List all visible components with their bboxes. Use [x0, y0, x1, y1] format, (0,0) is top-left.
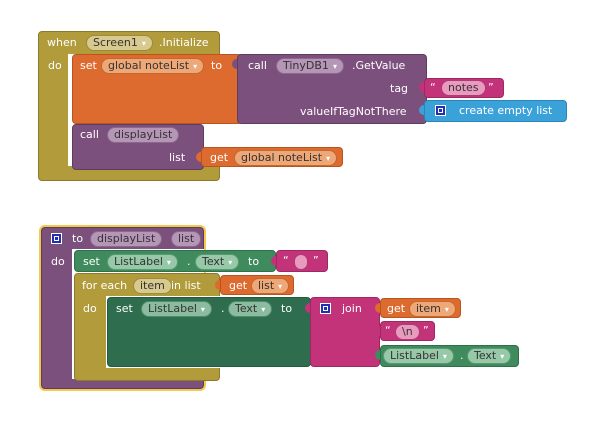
- quote-open-icon: “: [385, 324, 391, 337]
- notes-text-field[interactable]: notes: [441, 80, 486, 96]
- tinydb1-dropdown[interactable]: TinyDB1▾: [276, 58, 344, 74]
- procedure-name-field[interactable]: displayList: [90, 231, 163, 247]
- displaylist-dropdown[interactable]: displayList: [107, 127, 180, 143]
- for-each-keyword: for each: [82, 279, 128, 292]
- final-listlabel-dropdown[interactable]: ListLabel▾: [383, 348, 454, 364]
- get-list-label: list: [258, 279, 275, 292]
- set-keyword: set: [83, 255, 100, 268]
- to-keyword: to: [72, 232, 84, 245]
- get-item-dropdown[interactable]: item▾: [409, 301, 456, 317]
- get-list-dropdown[interactable]: list▾: [251, 278, 290, 294]
- mutator-gear-icon[interactable]: [51, 233, 62, 244]
- set-keyword: set: [80, 59, 97, 72]
- component-label: ListLabel: [114, 255, 163, 268]
- notes-text-value: notes: [448, 81, 479, 94]
- newline-text-value: \n: [402, 325, 413, 338]
- get-keyword: get: [387, 302, 406, 315]
- quote-close-icon: ”: [488, 81, 494, 94]
- inner-listlabel-dropdown[interactable]: ListLabel▾: [141, 301, 212, 317]
- chevron-down-icon: ▾: [228, 258, 233, 267]
- value-if-tag-not-there-label: valueIfTagNotThere: [300, 105, 407, 118]
- in-list-keyword: in list: [171, 279, 201, 292]
- get-item-label: item: [416, 302, 441, 315]
- call-keyword: call: [80, 128, 99, 141]
- do-keyword: do: [51, 255, 65, 268]
- variable-name-label: global noteList: [108, 59, 190, 72]
- when-keyword: when: [47, 36, 77, 49]
- property-label: Text: [202, 255, 225, 268]
- chevron-down-icon: ▾: [442, 352, 447, 361]
- to-keyword: to: [281, 302, 293, 315]
- component-label: ListLabel: [390, 349, 439, 362]
- do-keyword: do: [48, 59, 62, 72]
- call-keyword: call: [248, 59, 267, 72]
- inner-text-property-dropdown[interactable]: Text▾: [228, 301, 273, 317]
- mutator-gear-icon[interactable]: [320, 303, 331, 314]
- param-name-label: list: [178, 232, 195, 245]
- quote-close-icon: ”: [313, 254, 319, 267]
- get-keyword: get: [210, 151, 229, 164]
- create-empty-list-block[interactable]: [424, 100, 567, 122]
- screen1-dropdown[interactable]: Screen1▾: [86, 35, 153, 51]
- item-variable-label: item: [140, 279, 165, 292]
- global-notelist-dropdown[interactable]: global noteList▾: [101, 58, 205, 74]
- chevron-down-icon: ▾: [166, 258, 171, 267]
- screen1-label: Screen1: [93, 36, 138, 49]
- do-keyword: do: [83, 302, 97, 315]
- set-keyword: set: [116, 302, 133, 315]
- property-label: Text: [474, 349, 497, 362]
- initialize-event-name: .Initialize: [159, 36, 209, 49]
- text-property-dropdown[interactable]: Text▾: [195, 254, 240, 270]
- list-param-label: list: [169, 151, 186, 164]
- tag-label: tag: [390, 82, 409, 95]
- dot-separator: .: [187, 255, 191, 268]
- quote-close-icon: ”: [423, 324, 429, 337]
- quote-open-icon: “: [283, 254, 289, 267]
- get-variable-label: global noteList: [241, 151, 323, 164]
- to-keyword: to: [211, 59, 223, 72]
- chevron-down-icon: ▾: [500, 352, 505, 361]
- quote-open-icon: “: [430, 81, 436, 94]
- final-text-property-dropdown[interactable]: Text▾: [467, 348, 512, 364]
- chevron-down-icon: ▾: [326, 154, 331, 163]
- property-label: Text: [235, 302, 258, 315]
- getvalue-method: .GetValue: [352, 59, 406, 72]
- component-label: ListLabel: [148, 302, 197, 315]
- procedure-name-label: displayList: [97, 232, 156, 245]
- to-keyword: to: [248, 255, 260, 268]
- empty-text-field[interactable]: [294, 254, 308, 270]
- chevron-down-icon: ▾: [332, 62, 337, 71]
- dot-separator: .: [221, 302, 225, 315]
- param-list-field[interactable]: list: [171, 231, 202, 247]
- join-keyword: join: [342, 302, 362, 315]
- newline-text-field[interactable]: \n: [395, 324, 420, 340]
- chevron-down-icon: ▾: [444, 305, 449, 314]
- tinydb1-label: TinyDB1: [283, 59, 329, 72]
- chevron-down-icon: ▾: [261, 305, 266, 314]
- listlabel-component-dropdown[interactable]: ListLabel▾: [107, 254, 178, 270]
- chevron-down-icon: ▾: [278, 282, 283, 291]
- chevron-down-icon: ▾: [193, 62, 198, 71]
- get-keyword: get: [229, 279, 248, 292]
- chevron-down-icon: ▾: [200, 305, 205, 314]
- item-variable-field[interactable]: item: [133, 278, 172, 294]
- procedure-name-label: displayList: [114, 128, 173, 141]
- mutator-gear-icon[interactable]: [435, 105, 446, 116]
- create-empty-list-label: create empty list: [459, 104, 553, 117]
- dot-separator: .: [460, 349, 464, 362]
- chevron-down-icon: ▾: [141, 39, 146, 48]
- get-global-notelist-dropdown[interactable]: global noteList▾: [234, 150, 338, 166]
